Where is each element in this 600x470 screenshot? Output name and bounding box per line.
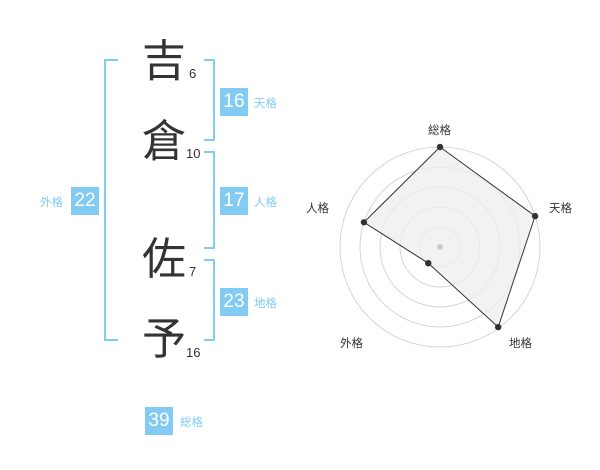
- name-char-4: 予: [142, 314, 186, 365]
- stroke-count-4: 16: [186, 345, 201, 360]
- gaikaku-label: 外格: [40, 195, 63, 209]
- name-char-2: 倉: [142, 116, 186, 167]
- radar-point-2: [531, 212, 539, 220]
- radar-point-1: [436, 143, 444, 151]
- radar-label-soukaku: 総格: [428, 123, 451, 137]
- radar-point-5: [360, 219, 368, 226]
- gaikaku-bracket: [104, 59, 118, 341]
- tenkaku-score: 16: [220, 88, 248, 116]
- radar-value-polygon: [363, 146, 536, 328]
- stroke-count-2: 10: [186, 146, 201, 161]
- jinkaku-score: 17: [220, 187, 248, 215]
- radar-label-chikaku: 地格: [509, 336, 532, 350]
- tenkaku-label: 天格: [254, 96, 277, 110]
- chikaku-score: 23: [220, 288, 248, 316]
- tenkaku-bracket: [204, 59, 215, 141]
- jinkaku-bracket: [204, 151, 215, 249]
- radar-label-gaikaku: 外格: [340, 336, 363, 350]
- gaikaku-score: 22: [71, 187, 99, 215]
- radar-label-jinkaku: 人格: [306, 201, 329, 215]
- radar-label-tenkaku: 天格: [549, 201, 572, 215]
- chikaku-bracket: [204, 259, 215, 341]
- stroke-count-1: 6: [189, 66, 197, 81]
- radar-center-dot: [437, 244, 443, 250]
- name-char-3: 佐: [142, 234, 186, 285]
- radar-point-3: [494, 323, 502, 331]
- soukaku-score: 39: [145, 407, 173, 435]
- radar-point-4: [425, 259, 432, 267]
- stroke-count-3: 7: [189, 264, 197, 279]
- jinkaku-label: 人格: [254, 195, 277, 209]
- name-char-1: 吉: [142, 36, 186, 87]
- chikaku-label: 地格: [254, 296, 277, 310]
- soukaku-label: 総格: [180, 415, 203, 429]
